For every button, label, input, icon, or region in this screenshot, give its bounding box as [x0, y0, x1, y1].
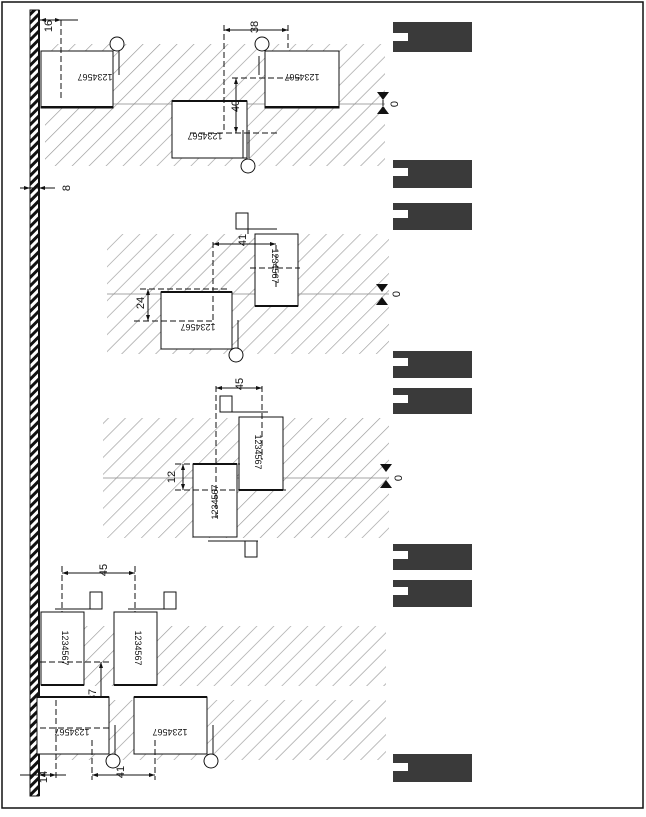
dimension-45: 45: [98, 564, 110, 576]
label-text: 1234567: [187, 131, 222, 141]
side-block: [393, 544, 472, 570]
label-box: [36, 696, 110, 755]
section-2: 1234567 1234567 41 24 0: [107, 203, 472, 378]
label-text: 1234567: [270, 248, 280, 283]
zero-marker: 0: [391, 291, 403, 297]
side-block: [393, 351, 472, 378]
label-text: 1234567: [253, 434, 263, 469]
label-text: 1234567: [284, 72, 319, 82]
label-box: [40, 50, 114, 109]
label-text: 1234567: [60, 630, 70, 665]
dimension-24: 24: [135, 297, 147, 309]
dimension-40: 40: [230, 100, 242, 112]
dimension-41: 41: [115, 766, 127, 778]
side-block: [393, 22, 472, 52]
label-box: [40, 611, 85, 686]
label-text: 1234567: [210, 484, 220, 519]
dimension-41: 41: [237, 234, 249, 246]
label-text: 1234567: [54, 727, 89, 737]
label-box: [171, 100, 248, 159]
side-block: [393, 580, 472, 607]
wall: [29, 9, 40, 797]
zero-marker: 0: [393, 475, 405, 481]
reel-circle: [228, 347, 244, 363]
label-text: 1234567: [77, 72, 112, 82]
zero-marker: 0: [389, 101, 401, 107]
section-1: 1234567 1234567 1234567 16 38: [40, 18, 472, 188]
dimension-45: 45: [234, 378, 246, 390]
label-text: 1234567: [152, 727, 187, 737]
label-box: [238, 416, 284, 491]
reel-circle: [109, 36, 125, 52]
label-text: 1234567: [180, 322, 215, 332]
reel-circle: [203, 753, 219, 769]
label-box: [264, 50, 340, 109]
side-block: [393, 203, 472, 230]
reel-circle: [240, 158, 256, 174]
section-4: 45 1234567 1234567 37 1234567 1234567: [20, 564, 472, 783]
side-block: [393, 754, 472, 782]
dimension-14: 14: [38, 771, 50, 783]
reel-circle: [105, 753, 121, 769]
dimension-16: 16: [43, 20, 55, 32]
section-3: 1234567 1234567 45 12 0: [103, 378, 472, 570]
dimension-12: 12: [166, 471, 178, 483]
side-block: [393, 160, 472, 188]
side-block: [393, 388, 472, 414]
label-text: 1234567: [133, 630, 143, 665]
label-box: [113, 611, 158, 686]
label-box: [133, 696, 208, 755]
dimension-8: 8: [61, 185, 73, 191]
reel-circle: [254, 36, 270, 52]
hatched-area: [45, 626, 386, 686]
label-box: [192, 463, 238, 538]
dimension-38: 38: [249, 21, 261, 33]
